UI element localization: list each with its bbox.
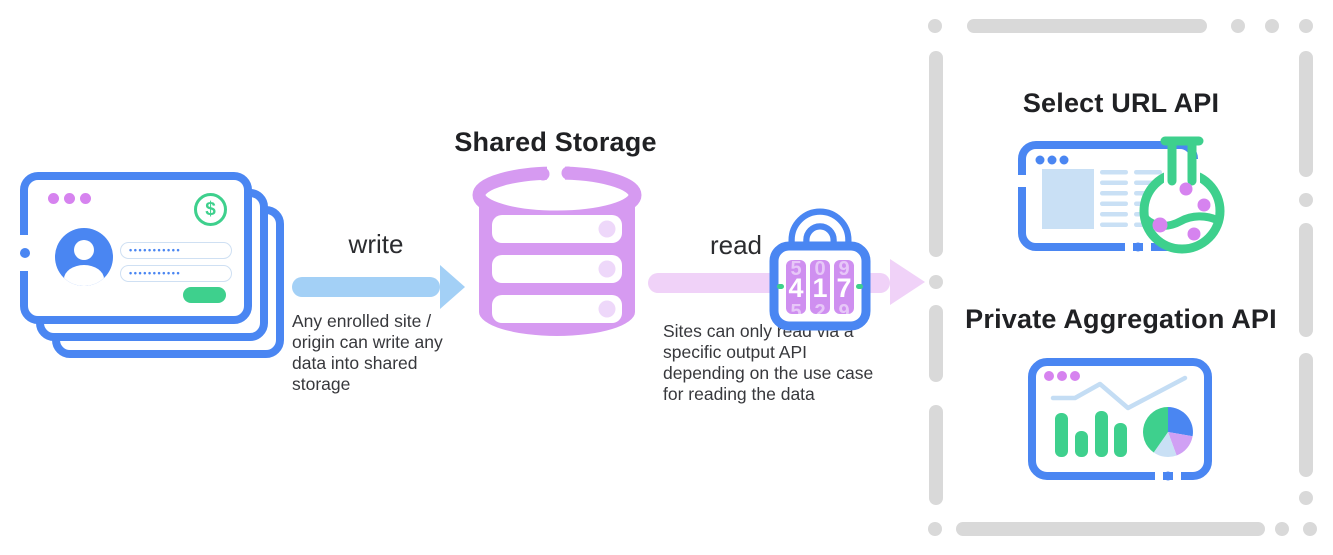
dial-code-digit: 1 xyxy=(812,273,827,303)
dial-top-digit: 0 xyxy=(814,258,825,280)
dial-code-digit: 4 xyxy=(788,273,803,303)
password-value: ••••••••••• xyxy=(129,268,182,278)
browser-window-front-icon: $ ••••••••••• ••••••••••• xyxy=(19,172,252,324)
window-control-dots xyxy=(48,193,91,204)
dial-bottom-digit: 2 xyxy=(814,301,825,323)
dial-bottom-digit: 5 xyxy=(790,301,801,323)
dollar-symbol: $ xyxy=(205,198,216,220)
read-description: Sites can only read via a specific outpu… xyxy=(663,321,874,404)
read-label: read xyxy=(709,230,763,260)
private-aggregation-api-title: Private Aggregation API xyxy=(965,304,1277,334)
pie-chart xyxy=(1143,407,1193,458)
password-field-2[interactable]: ••••••••••• xyxy=(120,265,232,282)
dial-top-digit: 9 xyxy=(838,258,849,280)
dial-bottom-digit: 9 xyxy=(838,301,849,323)
combination-lock-icon: 5 0 9 4 1 7 5 2 9 xyxy=(769,208,871,331)
border-notch-dot xyxy=(20,248,30,258)
write-label: write xyxy=(348,229,404,259)
password-value: ••••••••••• xyxy=(129,245,182,255)
write-description: Any enrolled site / origin can write any… xyxy=(292,311,443,394)
window-dot-icon xyxy=(80,193,91,204)
shared-storage-title: Shared Storage xyxy=(454,127,657,157)
enrolled-sites-stack: $ ••••••••••• ••••••••••• xyxy=(19,172,290,364)
bar-chart xyxy=(1055,411,1127,457)
dial-top-digit: 5 xyxy=(790,258,801,280)
content-lines xyxy=(1100,170,1162,227)
window-dot-icon xyxy=(64,193,75,204)
avatar-icon xyxy=(55,228,113,286)
submit-button[interactable] xyxy=(183,287,226,303)
select-url-api-title: Select URL API xyxy=(1022,88,1220,118)
write-arrow xyxy=(292,265,465,309)
password-field-1[interactable]: ••••••••••• xyxy=(120,242,232,259)
dollar-icon: $ xyxy=(194,193,227,226)
window-dot-icon xyxy=(48,193,59,204)
database-icon xyxy=(472,164,642,336)
dashboard-icon xyxy=(1028,358,1212,483)
select-url-api-icon xyxy=(1016,136,1225,254)
flask-icon xyxy=(1139,136,1225,254)
dial-code-digit: 7 xyxy=(836,273,851,303)
line-chart xyxy=(1050,375,1188,411)
